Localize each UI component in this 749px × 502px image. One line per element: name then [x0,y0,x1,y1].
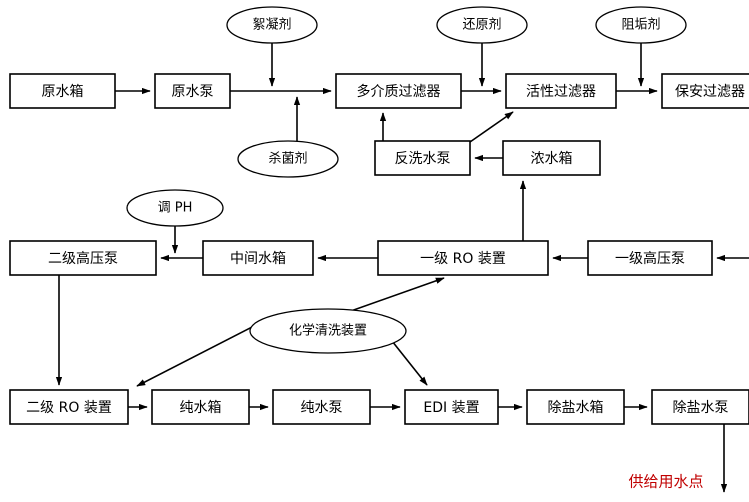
second-hp-pump-box[interactable] [9,240,157,276]
desalted-water-pump-label: 除盐水泵 [673,400,729,416]
desalted-water-tank-box[interactable] [526,389,625,425]
pure-water-pump-box[interactable] [272,389,371,425]
first-hp-pump-label: 一级高压泵 [615,250,685,267]
chemical-cleaning-ellipse[interactable] [249,308,407,354]
multimedia-filter-label: 多介质过滤器 [357,83,441,100]
node-security-filter[interactable]: 保安过滤器 [661,73,749,109]
first-hp-pump-box[interactable] [587,240,713,276]
node-ph-adjust[interactable]: 调 PH [126,189,224,227]
node-intermediate-tank[interactable]: 中间水箱 [202,240,314,276]
second-hp-pump-label: 二级高压泵 [48,250,118,267]
intermediate-tank-label: 中间水箱 [230,251,286,267]
pure-water-tank-label: 纯水箱 [180,400,222,416]
raw-water-tank-box[interactable] [9,73,116,109]
concentrate-tank-label: 浓水箱 [531,151,573,167]
edge-cleaning-to-edi [391,340,428,386]
bactericide-ellipse[interactable] [237,140,339,178]
node-edi-unit[interactable]: EDI 装置 [404,389,499,425]
edge-backwash-to-active [469,111,514,143]
scale-inhibitor-label: 阻垢剂 [621,18,660,33]
node-multimedia-filter[interactable]: 多介质过滤器 [335,73,462,109]
raw-water-pump-label: 原水泵 [172,84,214,100]
node-raw-water-pump[interactable]: 原水泵 [154,73,231,109]
pure-water-pump-label: 纯水泵 [301,400,343,416]
active-carbon-filter-box[interactable] [505,73,617,109]
pure-water-tank-box[interactable] [151,389,250,425]
reducing-agent-label: 还原剂 [462,18,501,33]
backwash-pump-box[interactable] [374,140,471,176]
edi-unit-box[interactable] [404,389,499,425]
scale-inhibitor-ellipse[interactable] [595,6,687,44]
node-backwash-pump[interactable]: 反洗水泵 [374,140,471,176]
node-pure-water-tank[interactable]: 纯水箱 [151,389,250,425]
flocculant-label: 絮凝剂 [252,17,291,33]
node-ro-stage-two[interactable]: 二级 RO 装置 [9,389,129,425]
node-ro-stage-one[interactable]: 一级 RO 装置 [377,240,549,276]
security-filter-box[interactable] [661,73,749,109]
desalted-water-pump-box[interactable] [651,389,749,425]
edge-layer [55,43,749,493]
raw-water-tank-label: 原水箱 [42,84,84,100]
ro-stage-two-box[interactable] [9,389,129,425]
multimedia-filter-box[interactable] [335,73,462,109]
node-pure-water-pump[interactable]: 纯水泵 [272,389,371,425]
node-second-hp-pump[interactable]: 二级高压泵 [9,240,157,276]
bactericide-label: 杀菌剂 [268,152,307,167]
node-flocculant[interactable]: 絮凝剂 [226,6,318,44]
intermediate-tank-box[interactable] [202,240,314,276]
edge-cleaning-to-ro2 [136,323,259,387]
reducing-agent-ellipse[interactable] [436,6,528,44]
node-reducing-agent[interactable]: 还原剂 [436,6,528,44]
node-chemical-cleaning[interactable]: 化学清洗装置 [249,308,407,354]
node-desalted-water-pump[interactable]: 除盐水泵 [651,389,749,425]
process-box-layer: 原水箱 原水泵 多介质过滤器 活性过滤器 保安过滤器 反洗水泵 [9,73,749,425]
raw-water-pump-box[interactable] [154,73,231,109]
backwash-pump-label: 反洗水泵 [395,151,451,167]
node-bactericide[interactable]: 杀菌剂 [237,140,339,178]
concentrate-tank-box[interactable] [502,140,601,176]
node-active-carbon-filter[interactable]: 活性过滤器 [505,73,617,109]
node-concentrate-tank[interactable]: 浓水箱 [502,140,601,176]
desalted-water-tank-label: 除盐水箱 [548,400,604,416]
ro-stage-one-box[interactable] [377,240,549,276]
ph-adjust-ellipse[interactable] [126,189,224,227]
chemical-cleaning-label: 化学清洗装置 [289,323,367,339]
security-filter-label: 保安过滤器 [675,84,745,100]
node-desalted-water-tank[interactable]: 除盐水箱 [526,389,625,425]
active-carbon-filter-label: 活性过滤器 [526,84,596,100]
ro-stage-two-label: 二级 RO 装置 [26,400,112,416]
edi-unit-label: EDI 装置 [423,400,479,416]
edge-cleaning-to-ro1 [347,277,445,313]
water-supply-point-label: 供给用水点 [628,473,703,491]
ro-stage-one-label: 一级 RO 装置 [420,251,506,267]
ph-adjust-label: 调 PH [158,201,193,216]
node-scale-inhibitor[interactable]: 阻垢剂 [595,6,687,44]
flocculant-ellipse[interactable] [226,6,318,44]
node-raw-water-tank[interactable]: 原水箱 [9,73,116,109]
node-first-hp-pump[interactable]: 一级高压泵 [587,240,713,276]
dosing-ellipse-layer: 絮凝剂 还原剂 阻垢剂 杀菌剂 调 PH 化学清洗装置 [126,6,687,354]
